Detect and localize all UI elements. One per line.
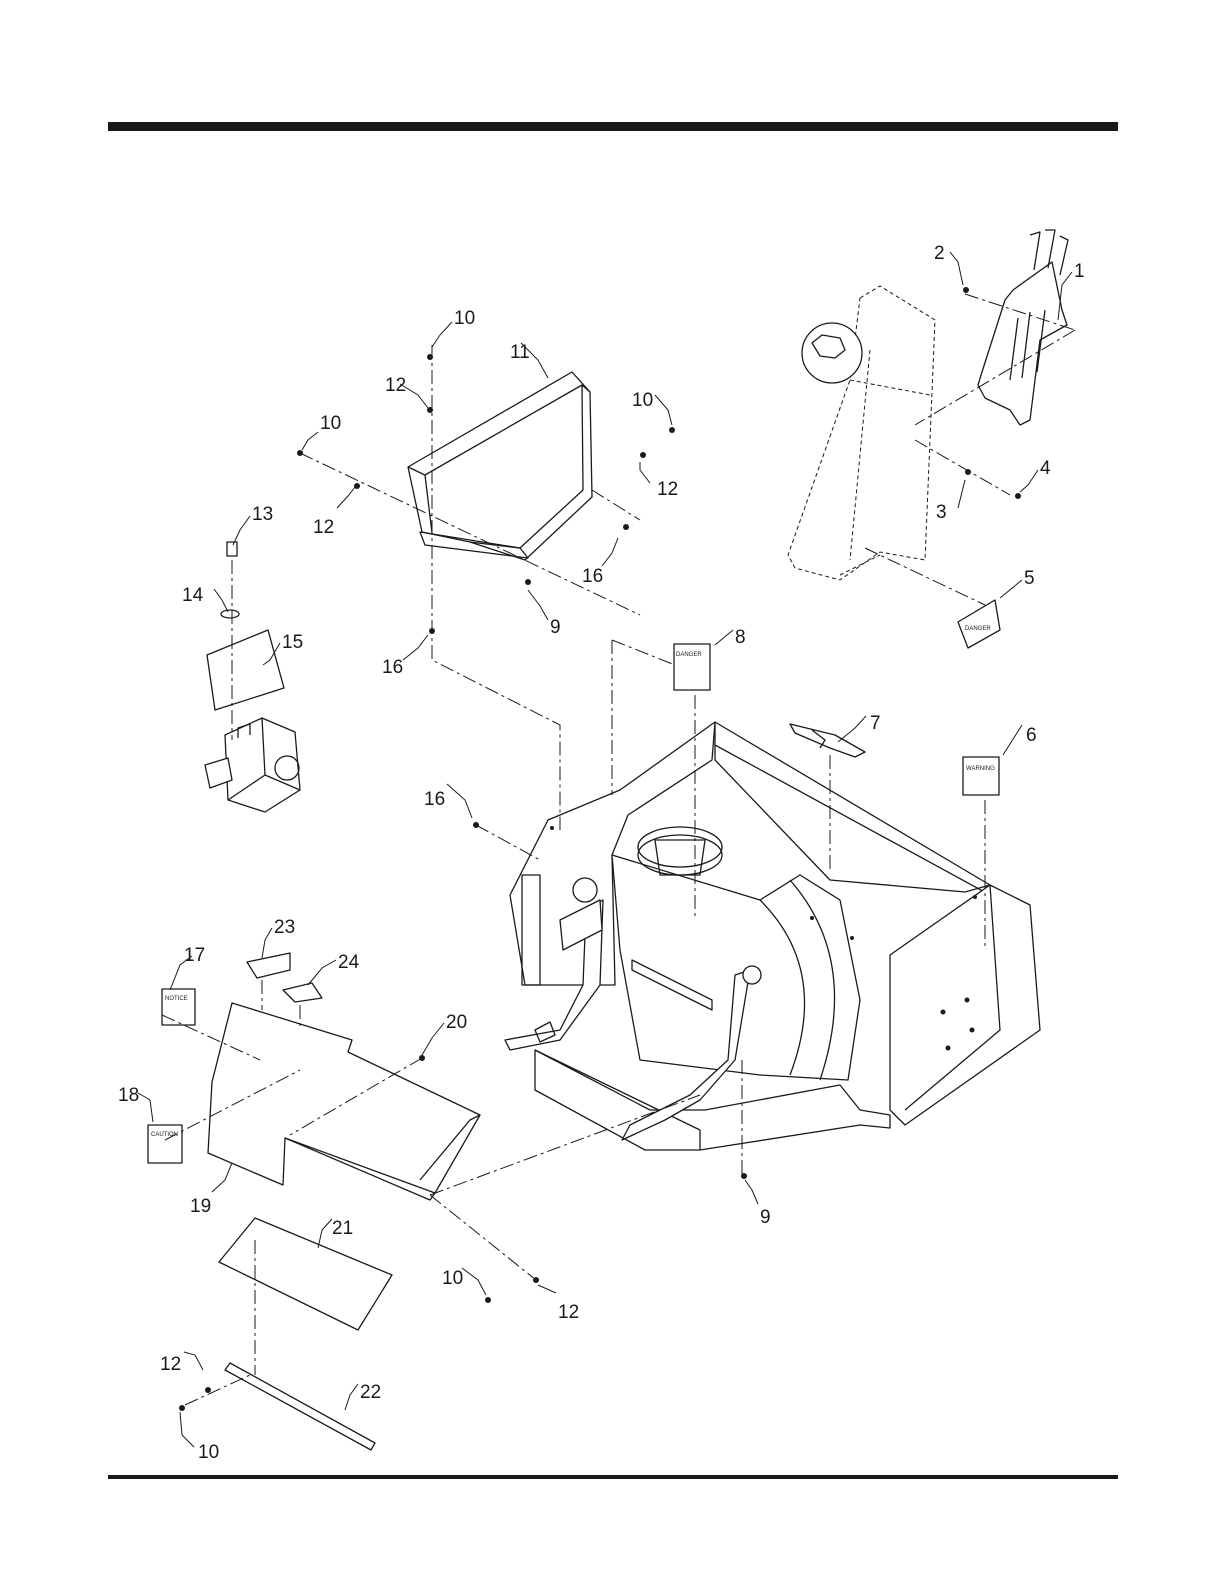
deflector-chute (788, 286, 1010, 605)
decal-5: DANGER (958, 600, 1000, 648)
main-housing (505, 722, 1040, 1150)
callout-15: 15 (282, 632, 303, 653)
callout-14: 14 (182, 585, 204, 606)
callout-16-left: 16 (382, 657, 403, 678)
callout-12-bottom: 12 (160, 1354, 181, 1375)
callout-12-left: 12 (313, 517, 334, 538)
callout-13: 13 (252, 504, 273, 525)
callout-18: 18 (118, 1085, 139, 1106)
callout-9-upper: 9 (550, 617, 561, 638)
callout-22: 22 (360, 1382, 381, 1403)
callout-11: 11 (510, 342, 530, 363)
decal-17-text: NOTICE (165, 996, 188, 1002)
callout-12-top: 12 (385, 375, 406, 396)
part-11-shield (408, 372, 592, 560)
callout-4: 4 (1040, 458, 1051, 479)
callout-23: 23 (274, 917, 295, 938)
callout-7: 7 (870, 713, 881, 734)
callout-2: 2 (934, 243, 945, 264)
callout-12-lower: 12 (558, 1302, 579, 1323)
decal-8: DANGER (674, 644, 710, 690)
callout-3: 3 (936, 502, 947, 523)
decal-8-text: DANGER (676, 652, 702, 658)
callout-10-top: 10 (454, 308, 475, 329)
callout-5: 5 (1024, 568, 1035, 589)
callout-10-right: 10 (632, 390, 653, 411)
callout-10-lower: 10 (442, 1268, 463, 1289)
decal-6: WARNING (963, 757, 999, 795)
callout-1: 1 (1074, 261, 1085, 282)
callout-19: 19 (190, 1196, 211, 1217)
callout-21: 21 (332, 1218, 353, 1239)
decal-18: CAUTION (148, 1125, 182, 1163)
callout-17: 17 (184, 945, 205, 966)
decal-23 (247, 953, 290, 978)
callout-9-lower: 9 (760, 1207, 771, 1228)
callout-10-left: 10 (320, 413, 341, 434)
callout-8: 8 (735, 627, 746, 648)
decal-5-text: DANGER (965, 626, 991, 632)
gearbox-assembly (205, 542, 300, 812)
callout-20: 20 (446, 1012, 467, 1033)
decal-6-text: WARNING (966, 766, 995, 772)
decal-17: NOTICE (162, 989, 195, 1025)
callout-16-lower: 16 (424, 789, 445, 810)
callout-16-right: 16 (582, 566, 603, 587)
part-21-panel (219, 1218, 392, 1330)
decal-24 (283, 983, 322, 1002)
part-19-guard (208, 1003, 480, 1200)
callout-6: 6 (1026, 725, 1037, 746)
callout-24: 24 (338, 952, 360, 973)
callout-12-right: 12 (657, 479, 678, 500)
callout-10-bottom: 10 (198, 1442, 219, 1463)
